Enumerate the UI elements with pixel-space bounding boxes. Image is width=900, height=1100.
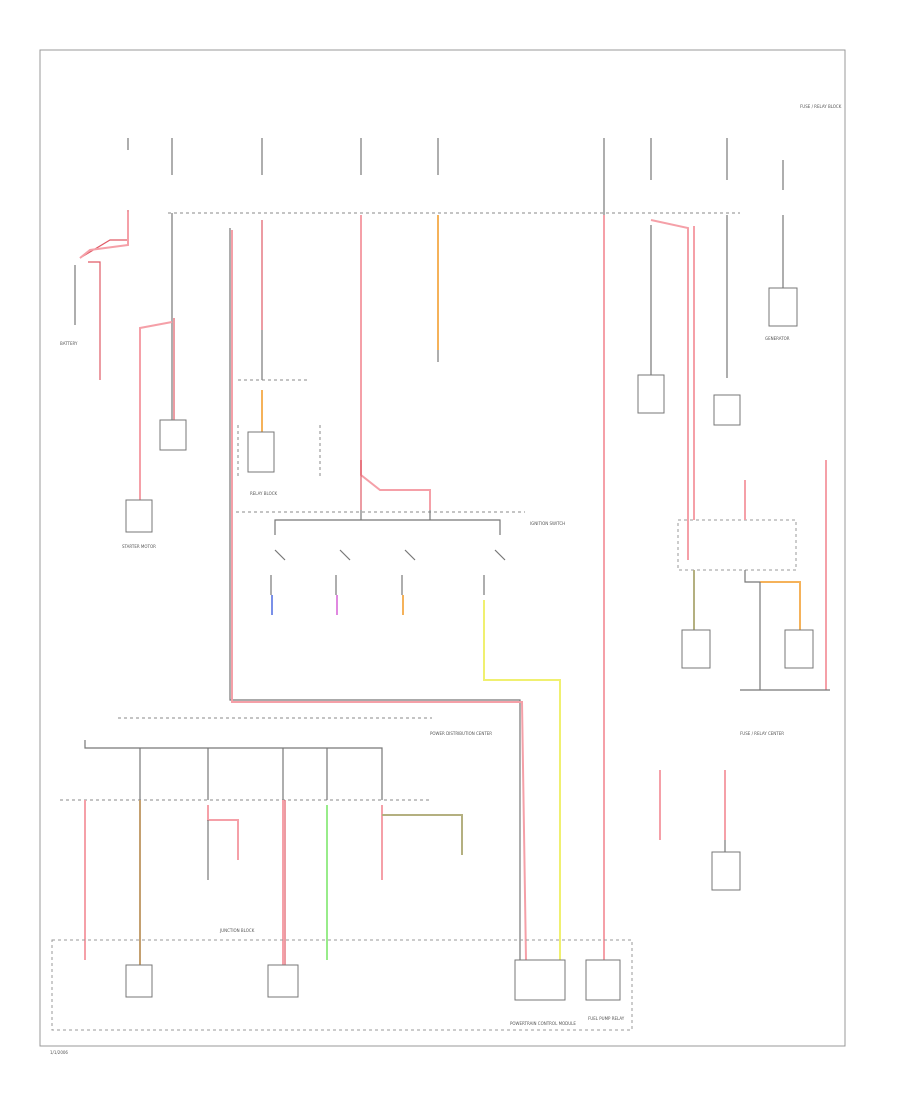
starter-circuit: STARTER MOTOR — [122, 213, 187, 549]
relay-right-1 — [637, 374, 665, 414]
diagram-frame — [39, 49, 846, 1047]
fuse-box-bottom-2 — [267, 964, 299, 998]
lower-right-wires — [659, 770, 741, 891]
junction-block-label: JUNCTION BLOCK — [219, 928, 255, 933]
starter-relay-box — [159, 419, 187, 451]
power-distribution-label: POWER DISTRIBUTION CENTER — [430, 731, 492, 736]
relay-right-4 — [784, 629, 814, 669]
bottom-wires — [84, 800, 463, 965]
corner-label: 1/1/2006 — [50, 1050, 68, 1055]
relay-block-small: RELAY BLOCK — [237, 379, 321, 496]
fuel-pump-relay-label: FUEL PUMP RELAY — [588, 1016, 625, 1021]
pcm-box — [514, 959, 566, 1001]
ignition-switch: IGNITION SWITCH — [270, 510, 565, 595]
junction-block: POWERTRAIN CONTROL MODULE FUEL PUMP RELA… — [51, 928, 633, 1031]
ignition-switch-label: IGNITION SWITCH — [530, 521, 565, 526]
right-side-relays: GENERATOR — [637, 215, 798, 560]
switch-output-wires — [271, 595, 561, 960]
battery-circuit: BATTERY — [60, 210, 129, 380]
fuel-pump-relay-box — [585, 959, 621, 1001]
battery-label: BATTERY — [60, 341, 78, 346]
generator-box — [768, 287, 798, 327]
relay-right-2 — [713, 394, 741, 426]
relay-right-3 — [681, 629, 711, 669]
fuse-box-bottom-1 — [125, 964, 153, 998]
starter-label: STARTER MOTOR — [122, 544, 156, 549]
generator-label: GENERATOR — [765, 336, 790, 341]
pcm-label: POWERTRAIN CONTROL MODULE — [510, 1021, 576, 1026]
ignition-feed — [236, 215, 525, 513]
main-left-feed — [229, 220, 527, 961]
relay-block-label: RELAY BLOCK — [250, 491, 278, 496]
fuse-relay-center-label: FUSE / RELAY CENTER — [740, 731, 784, 736]
top-fuse-feeds — [127, 138, 784, 190]
relay-small-box — [247, 431, 275, 473]
starter-motor-box — [125, 499, 153, 533]
fuse-relay-center: FUSE / RELAY CENTER — [677, 460, 830, 736]
relay-right-5 — [711, 851, 741, 891]
fuse-box-label: FUSE / RELAY BLOCK — [800, 104, 842, 109]
bottom-fuse-bus: POWER DISTRIBUTION CENTER — [60, 717, 492, 801]
